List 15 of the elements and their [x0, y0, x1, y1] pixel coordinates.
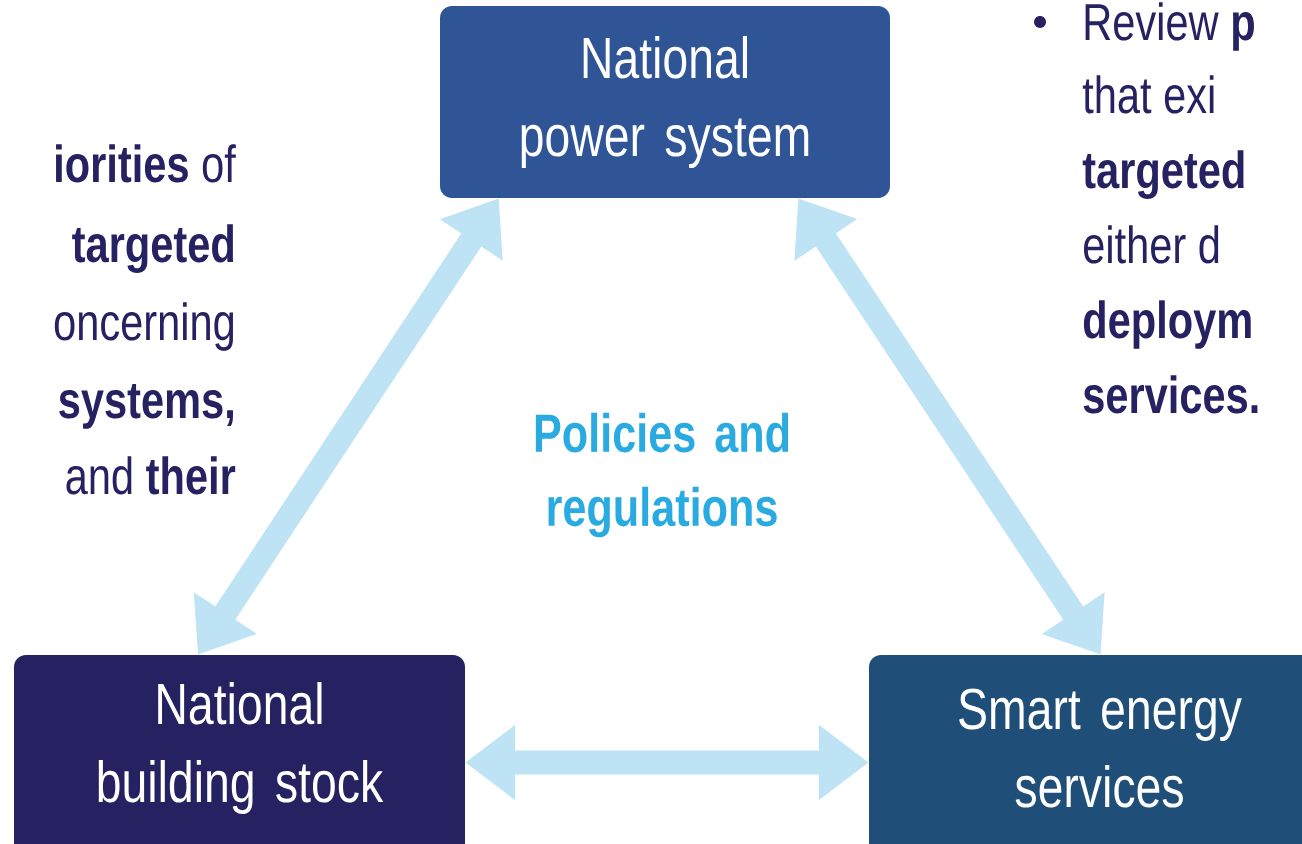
text-line: Review p — [1085, 2, 1254, 51]
text-line: iorities of — [56, 144, 236, 183]
text-line: and their — [66, 456, 236, 495]
center-heading: Policies and regulations — [535, 412, 789, 538]
text-line: targeted — [1082, 150, 1244, 200]
system-box: National power system — [440, 6, 890, 198]
text-line: either d — [1084, 225, 1219, 264]
text-line: services. — [1083, 375, 1258, 414]
system-box: Smart energy services — [869, 655, 1302, 844]
text-line: deploym — [1083, 300, 1251, 349]
text-line: oncerning — [54, 302, 234, 351]
text-line: that exi — [1082, 75, 1214, 114]
text-line: systems, — [59, 384, 233, 429]
system-box: National building stock — [14, 655, 465, 844]
text-line: targeted — [72, 224, 234, 274]
